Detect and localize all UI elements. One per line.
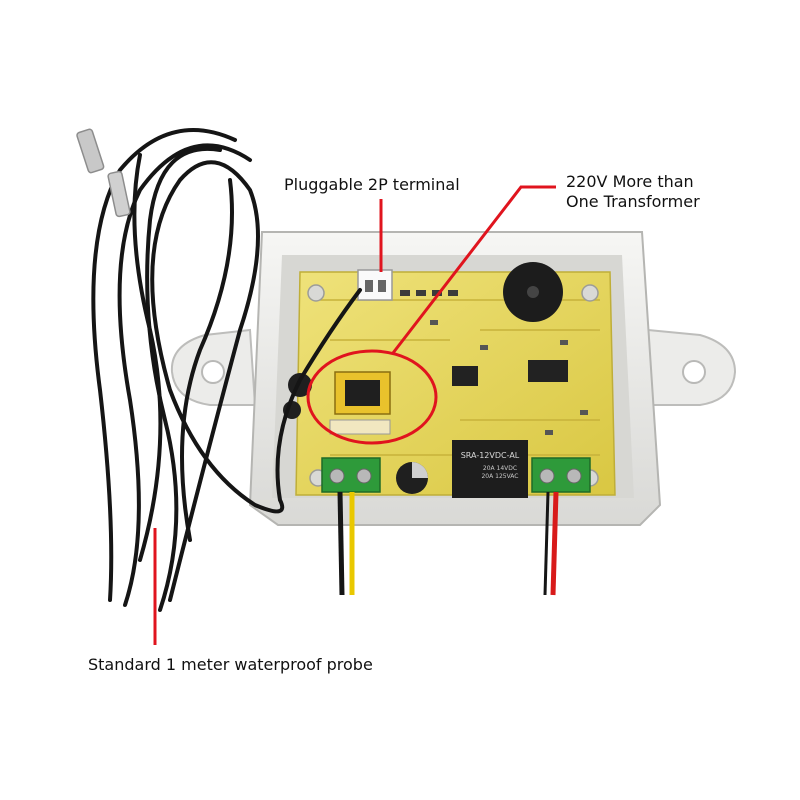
power-wires-right	[543, 491, 559, 596]
probe-cable	[91, 128, 362, 612]
capacitor-bottom	[396, 462, 428, 494]
relay-rating-1: 20A 14VDC	[483, 465, 517, 472]
label-pluggable-terminal: Pluggable 2P terminal	[284, 175, 460, 194]
mounting-ear-right	[646, 328, 737, 406]
pluggable-terminal	[357, 269, 393, 301]
terminal-block-left	[321, 457, 381, 493]
transformer	[329, 371, 391, 435]
label-probe: Standard 1 meter waterproof probe	[88, 655, 373, 674]
callout-transformer	[306, 185, 556, 445]
relay-rating-2: 20A 125VAC	[481, 473, 518, 480]
buzzer	[503, 262, 563, 322]
label-transformer: 220V More than One Transformer	[566, 172, 700, 212]
label-transformer-line-2: One Transformer	[566, 192, 700, 211]
label-transformer-line-1: 220V More than	[566, 172, 694, 191]
mounting-ear-left	[170, 328, 257, 406]
power-wires-left	[337, 491, 355, 596]
probe-tip	[76, 128, 131, 218]
relay: SRA-12VDC-AL 20A 14VDC 20A 125VAC	[452, 440, 528, 498]
ic-chip-left	[452, 366, 478, 386]
relay-model-text: SRA-12VDC-AL	[461, 451, 520, 460]
terminal-block-right	[531, 457, 591, 493]
ic-chip-right	[528, 360, 568, 382]
